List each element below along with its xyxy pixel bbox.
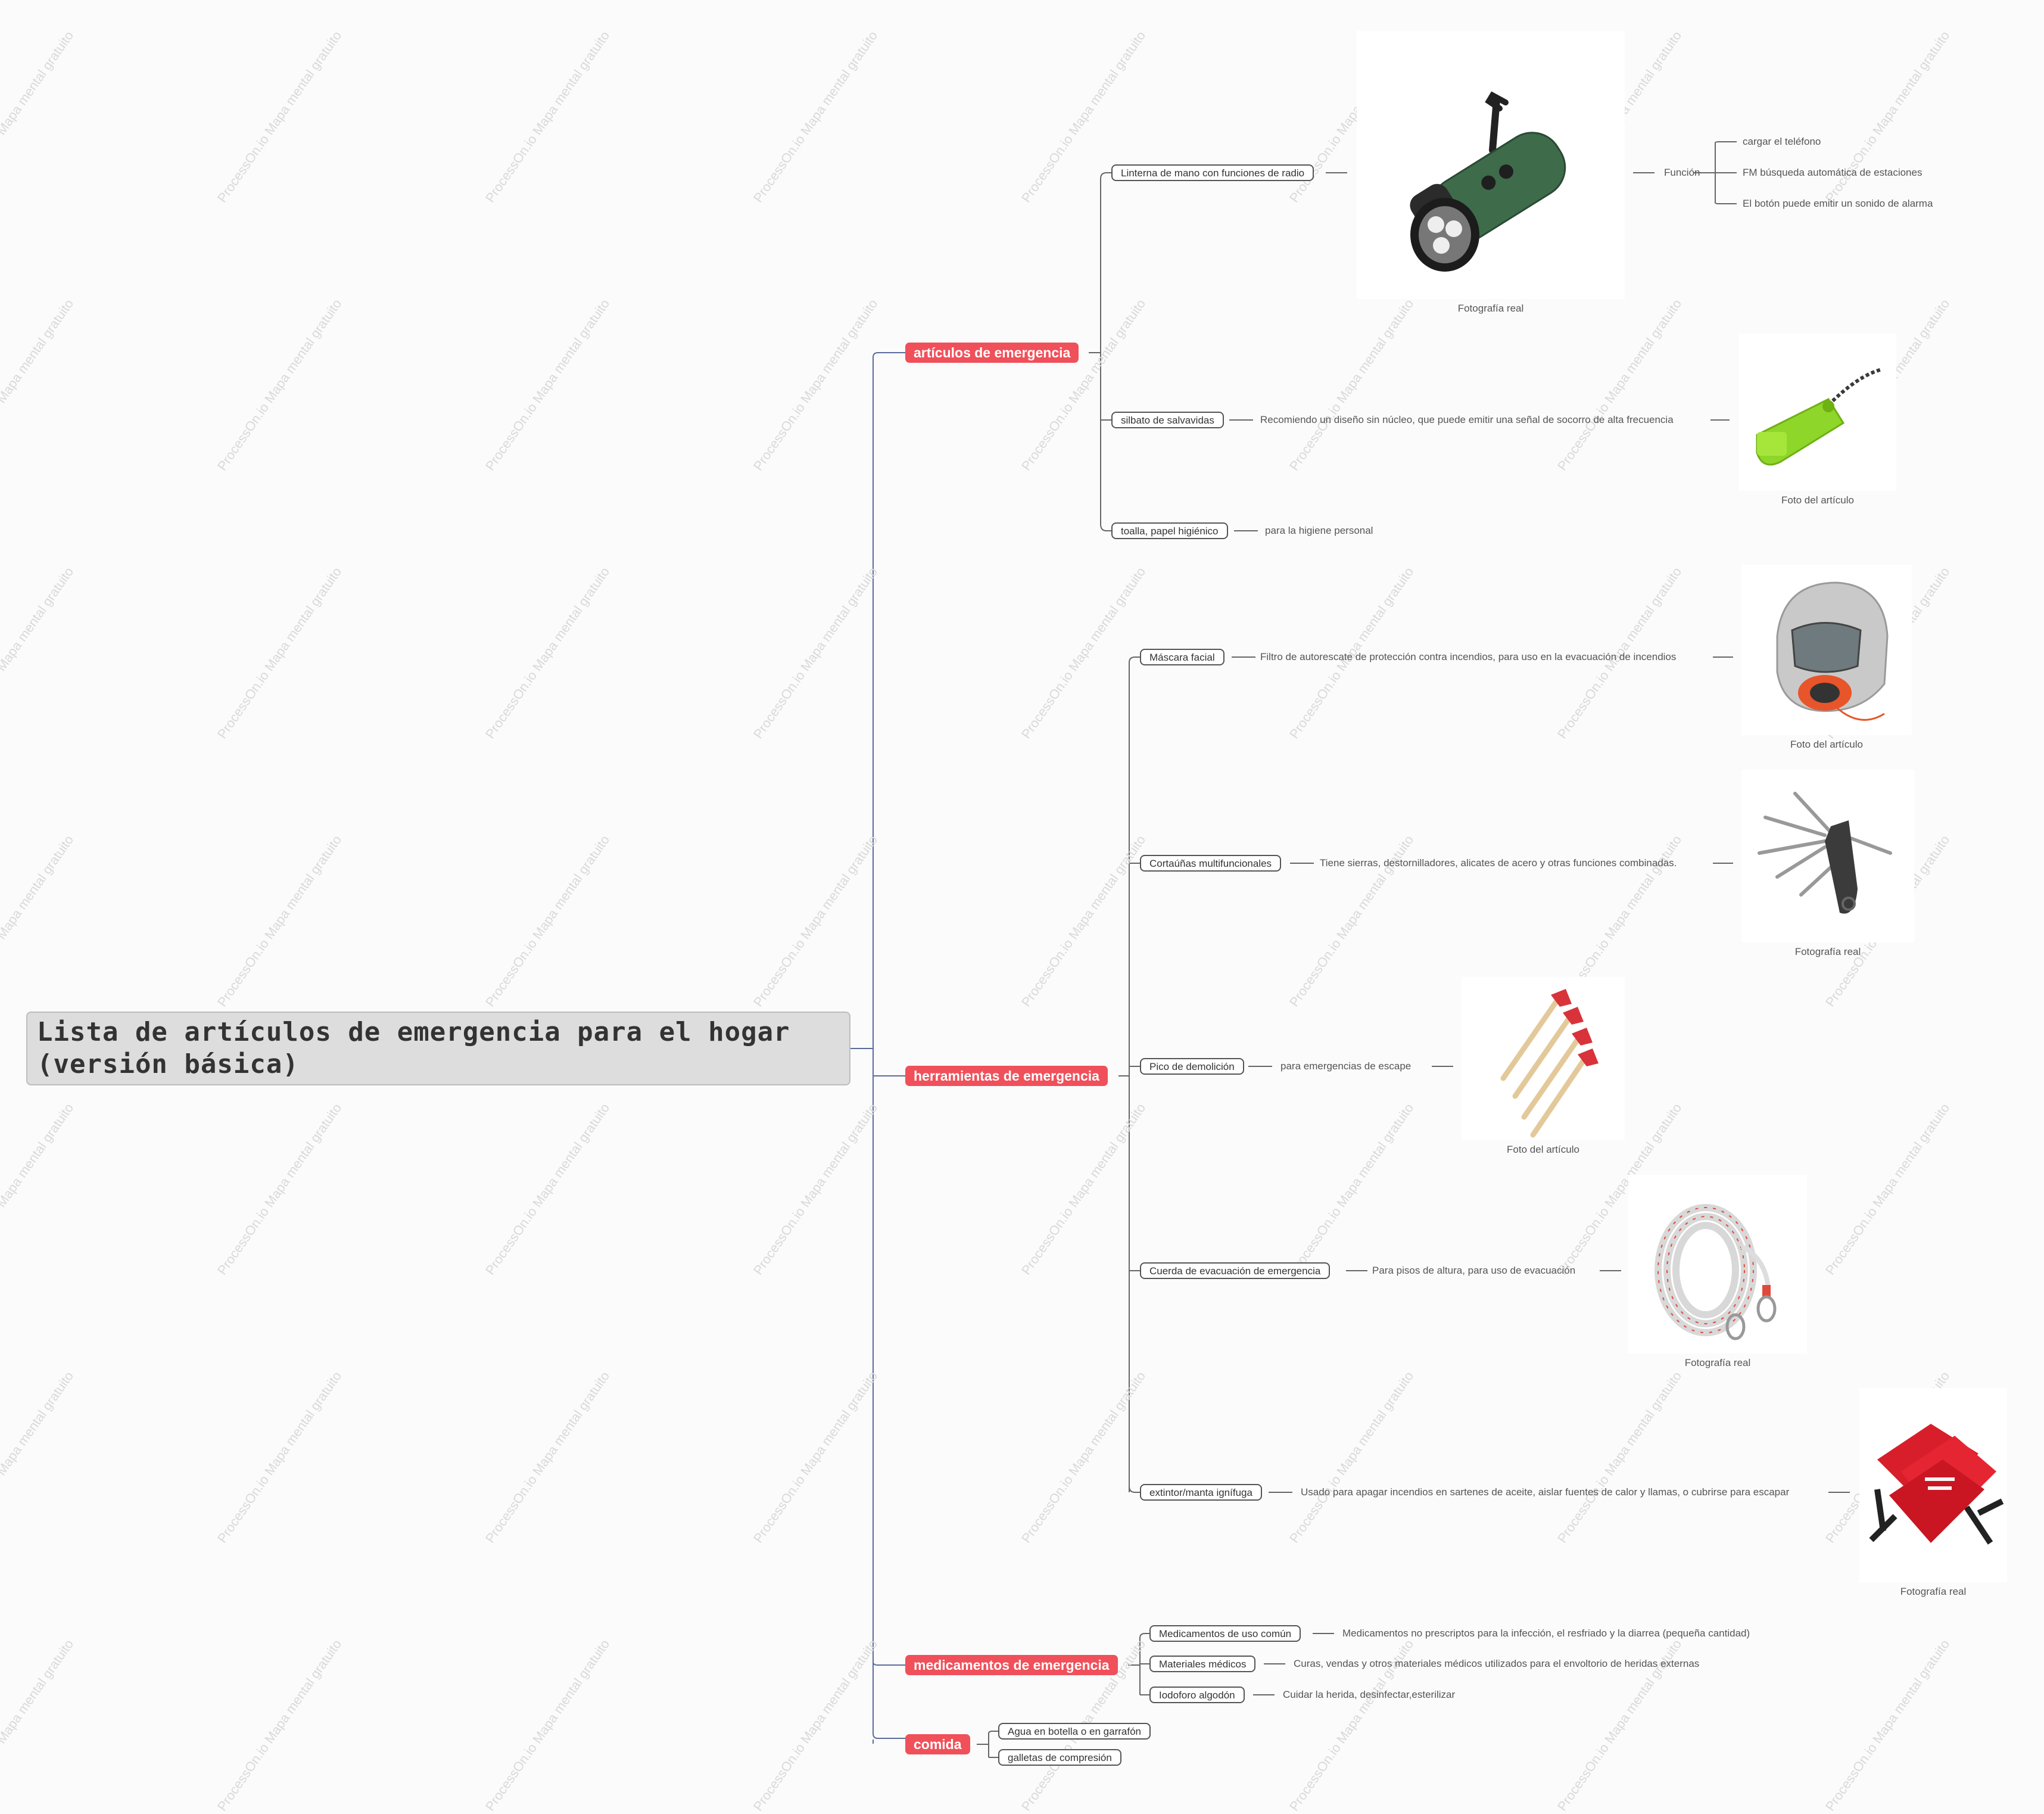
caption-cortaunas: Fotografía real <box>1741 946 1914 958</box>
funcion-item-1[interactable]: cargar el teléfono <box>1743 136 1821 148</box>
caption-linterna: Fotografía real <box>1357 303 1625 315</box>
category-comida[interactable]: comida <box>905 1734 970 1754</box>
node-toalla[interactable]: toalla, papel higiénico <box>1111 522 1228 539</box>
node-agua[interactable]: Agua en botella o en garrafón <box>998 1723 1151 1740</box>
rope-icon[interactable] <box>1628 1175 1807 1354</box>
desc-materiales[interactable]: Curas, vendas y otros materiales médicos… <box>1294 1658 1699 1670</box>
desc-medicamentos-uso[interactable]: Medicamentos no prescriptos para la infe… <box>1342 1628 1750 1639</box>
desc-mascara[interactable]: Filtro de autorescate de protección cont… <box>1260 651 1676 663</box>
caption-mascara: Foto del artículo <box>1741 739 1912 751</box>
node-silbato[interactable]: silbato de salvavidas <box>1111 412 1224 428</box>
desc-toalla[interactable]: para la higiene personal <box>1265 525 1373 537</box>
category-herramientas[interactable]: herramientas de emergencia <box>905 1066 1108 1086</box>
category-articulos[interactable]: artículos de emergencia <box>905 343 1079 363</box>
node-linterna[interactable]: Linterna de mano con funciones de radio <box>1111 164 1314 181</box>
node-galletas[interactable]: galletas de compresión <box>998 1749 1121 1766</box>
desc-silbato[interactable]: Recomiendo un diseño sin núcleo, que pue… <box>1260 414 1674 426</box>
funcion-item-2[interactable]: FM búsqueda automática de estaciones <box>1743 167 1922 179</box>
root-title: Lista de artículos de emergencia para el… <box>37 1017 790 1079</box>
axe-icon[interactable] <box>1462 977 1625 1140</box>
caption-pico: Foto del artículo <box>1462 1144 1625 1156</box>
caption-extintor: Fotografía real <box>1859 1586 2007 1598</box>
desc-cortaunas[interactable]: Tiene sierras, destornilladores, alicate… <box>1320 857 1677 869</box>
root-topic[interactable]: Lista de artículos de emergencia para el… <box>26 1012 850 1085</box>
node-cortaunas[interactable]: Cortaúñas multifuncionales <box>1140 855 1281 872</box>
node-pico[interactable]: Pico de demolición <box>1140 1058 1244 1075</box>
category-medicamentos[interactable]: medicamentos de emergencia <box>905 1655 1118 1675</box>
node-medicamentos-uso[interactable]: Medicamentos de uso común <box>1149 1625 1301 1642</box>
flashlight-radio-icon[interactable] <box>1357 31 1625 299</box>
fire-blanket-icon[interactable] <box>1859 1388 2007 1582</box>
node-extintor[interactable]: extintor/manta ignífuga <box>1140 1484 1262 1501</box>
node-iodoforo[interactable]: Iodoforo algodón <box>1149 1687 1245 1703</box>
funcion-item-3[interactable]: El botón puede emitir un sonido de alarm… <box>1743 198 1933 210</box>
desc-cuerda[interactable]: Para pisos de altura, para uso de evacua… <box>1372 1265 1575 1277</box>
node-cuerda[interactable]: Cuerda de evacuación de emergencia <box>1140 1262 1330 1279</box>
desc-pico[interactable]: para emergencias de escape <box>1280 1060 1411 1072</box>
node-materiales[interactable]: Materiales médicos <box>1149 1656 1255 1672</box>
multitool-icon[interactable] <box>1741 770 1914 942</box>
caption-cuerda: Fotografía real <box>1628 1357 1807 1369</box>
desc-iodoforo[interactable]: Cuidar la herida, desinfectar,esteriliza… <box>1283 1689 1455 1701</box>
node-mascara[interactable]: Máscara facial <box>1140 649 1224 665</box>
funcion-label[interactable]: Función <box>1664 167 1700 179</box>
whistle-icon[interactable] <box>1739 334 1896 491</box>
caption-silbato: Foto del artículo <box>1739 494 1896 506</box>
gas-mask-icon[interactable] <box>1741 565 1912 735</box>
desc-extintor[interactable]: Usado para apagar incendios en sartenes … <box>1301 1486 1789 1498</box>
